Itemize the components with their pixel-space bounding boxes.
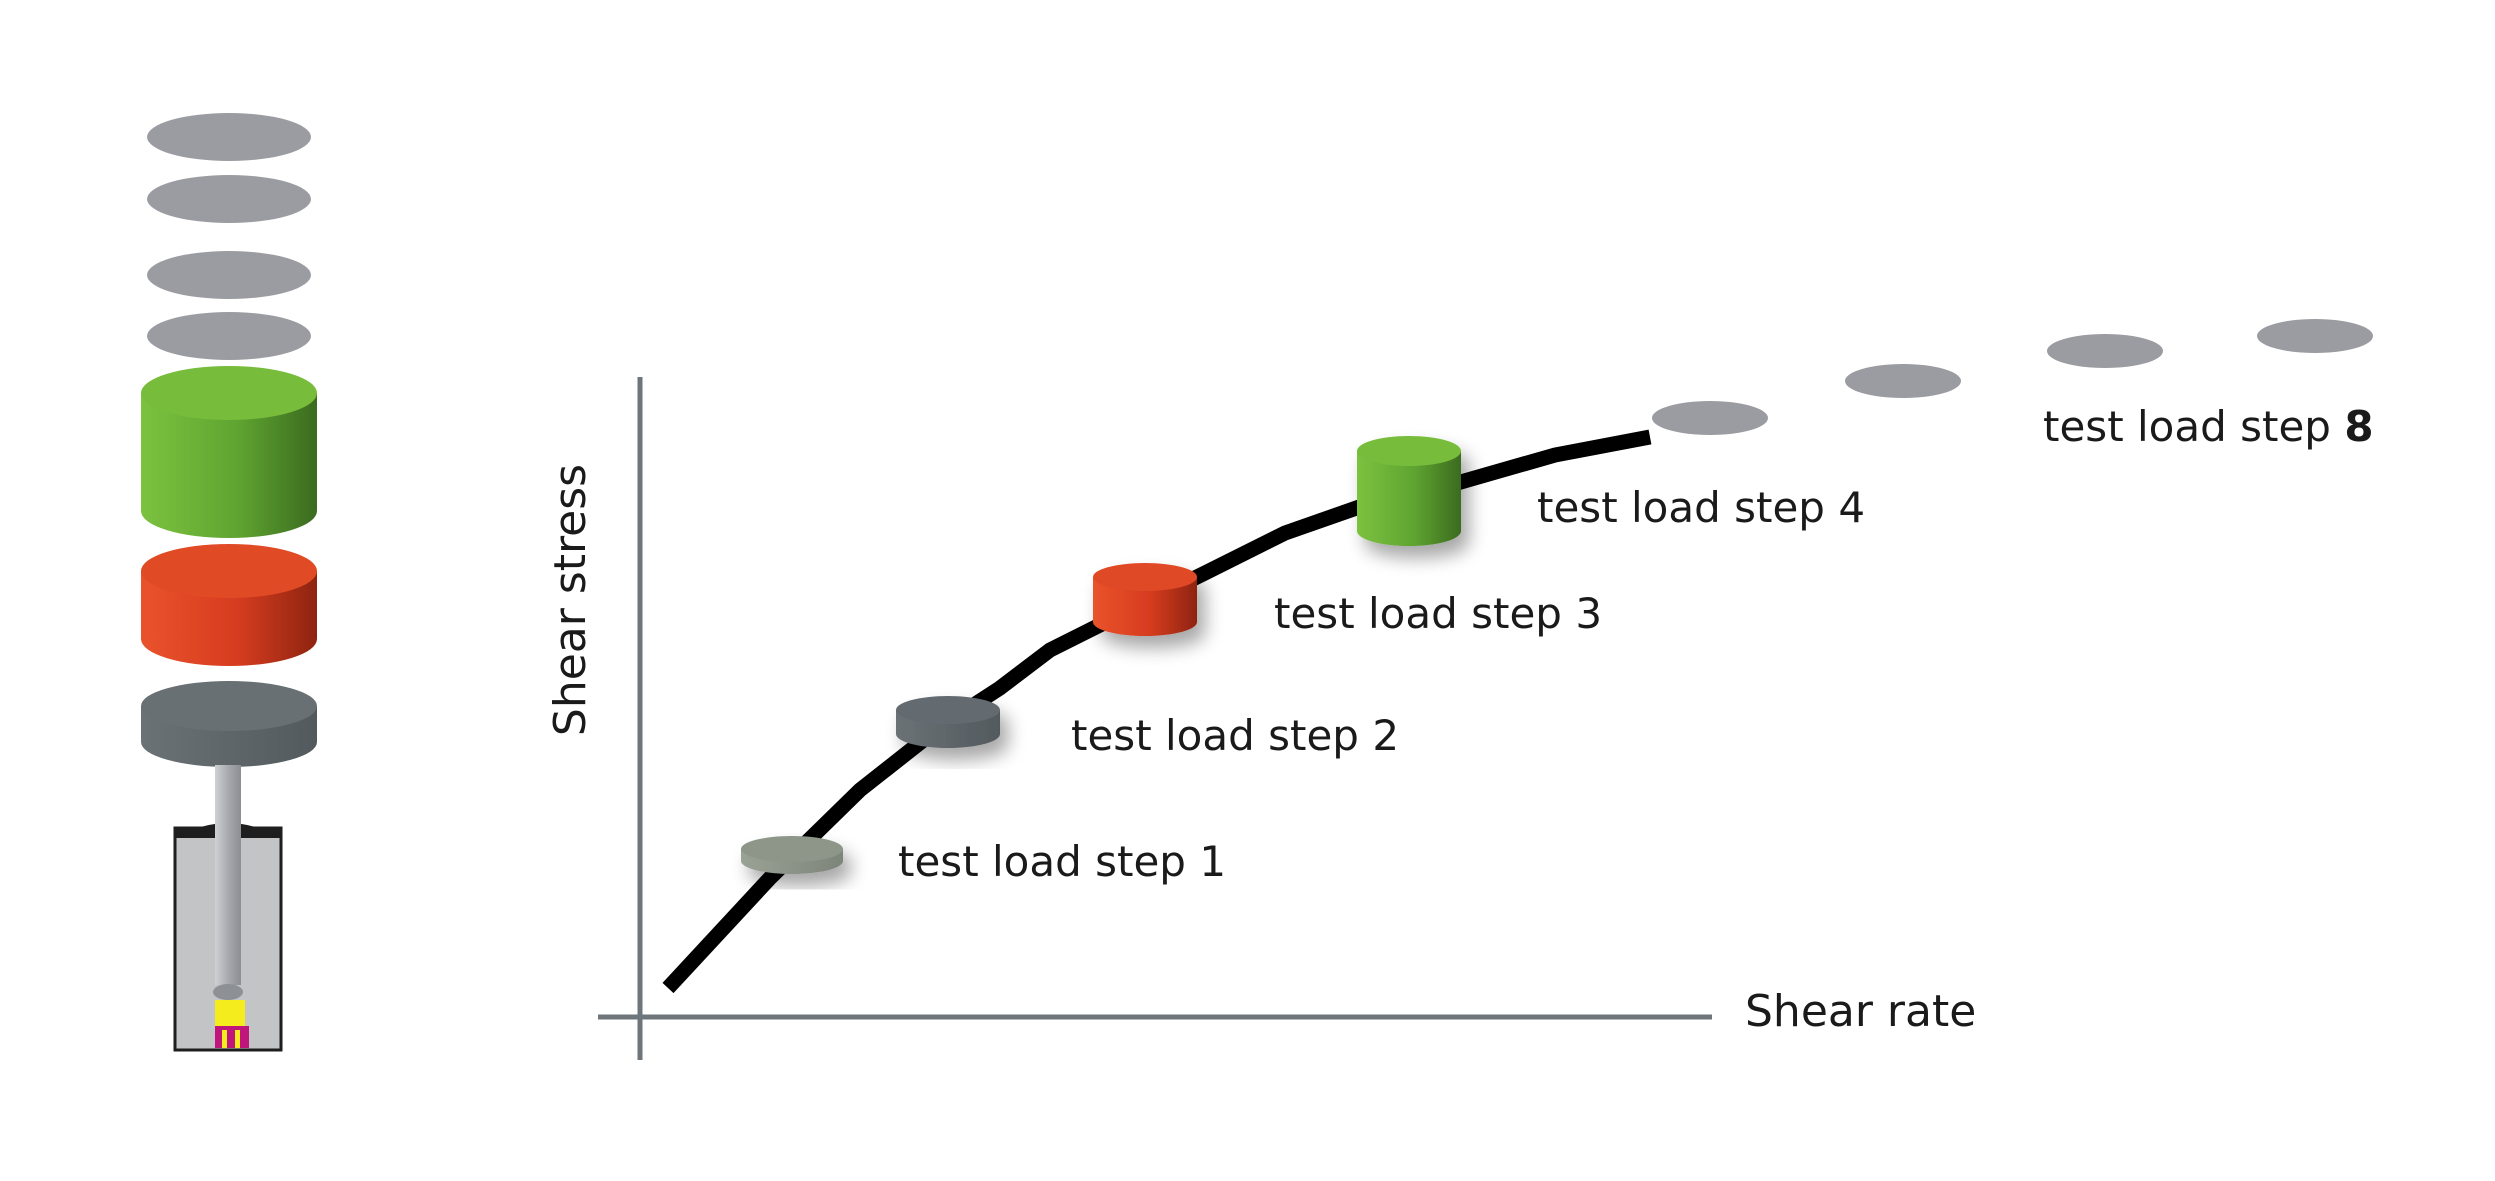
gray-weight-disc (147, 251, 311, 299)
stacked-weights-icon (147, 113, 311, 161)
y-axis-label: Shear stress (545, 464, 596, 736)
step1-label: test load step 1 (898, 837, 1226, 886)
gray-weight-disc (2047, 334, 2163, 368)
step2-weight (896, 696, 1000, 748)
red-weight-cylinder (141, 544, 317, 666)
rheometer-cylinder-icon (173, 765, 283, 1052)
x-axis-label: Shear rate (1745, 986, 1976, 1037)
dark-weight-cylinder (141, 681, 317, 767)
green-weight-cylinder (141, 366, 317, 538)
gray-weight-disc (147, 175, 311, 223)
chart-axes: Shear stress Shear rate (545, 377, 1976, 1060)
step3-weight (1093, 563, 1197, 636)
step2-label: test load step 2 (1071, 711, 1399, 760)
gray-weight-disc (1652, 401, 1768, 435)
piston-fluid (215, 1000, 245, 1026)
step4-weight (1357, 436, 1461, 546)
step3-label: test load step 3 (1274, 589, 1602, 638)
gray-weight-disc (2257, 319, 2373, 353)
pending-weights (1652, 319, 2373, 435)
sample-chamber (215, 1026, 249, 1048)
step1-weight (741, 836, 843, 874)
weight-stack (141, 113, 317, 767)
gray-weight-disc (147, 312, 311, 360)
gray-weight-disc (1845, 364, 1961, 398)
step4-label: test load step 4 (1537, 483, 1865, 532)
step8-label: test load step 8 (2043, 402, 2374, 451)
